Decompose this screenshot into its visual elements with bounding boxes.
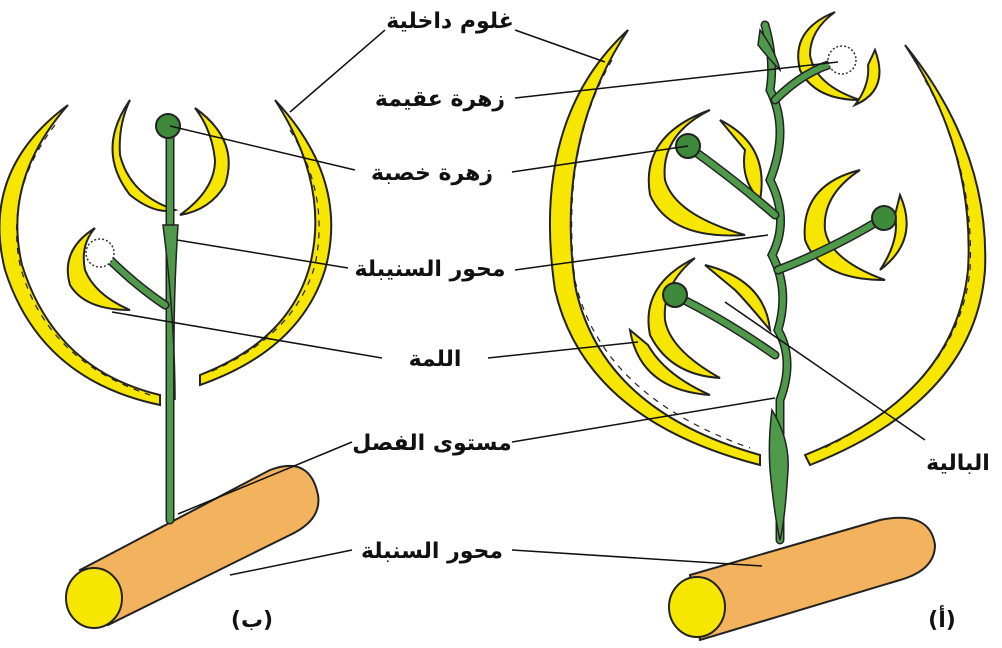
figure-a bbox=[548, 11, 987, 642]
label-sterile-floret: زهرة عقيمة bbox=[375, 87, 505, 112]
leader-lines bbox=[111, 29, 926, 576]
label-inner-glume: غلوم داخلية bbox=[386, 9, 514, 34]
label-palea: البالية bbox=[926, 451, 990, 476]
glume-right-outer-a bbox=[803, 44, 987, 467]
glume-right-outer-b bbox=[199, 99, 333, 387]
labels: غلوم داخلية زهرة عقيمة زهرة خصبة محور ال… bbox=[231, 9, 990, 633]
fertile-floret-a-3 bbox=[662, 282, 688, 308]
spike-axis-a bbox=[668, 516, 937, 642]
label-abscission-level: مستوى الفصل bbox=[352, 431, 512, 456]
inner-glume-top-left-b bbox=[111, 99, 179, 212]
glume-left-outer-a bbox=[548, 29, 761, 467]
label-fertile-floret: زهرة خصبة bbox=[371, 161, 493, 186]
inner-glume-lower-b bbox=[66, 227, 131, 311]
sterile-floret-b bbox=[85, 238, 115, 268]
label-lemma: اللمة bbox=[409, 347, 462, 372]
panel-label-b: (ب) bbox=[231, 608, 273, 633]
label-spike-axis: محور السنبلة bbox=[361, 539, 503, 564]
inner-glume-mid-left-a bbox=[647, 109, 746, 237]
spike-axis-b bbox=[65, 465, 320, 629]
label-spikelet-axis: محور السنيبلة bbox=[354, 257, 505, 282]
figure-b bbox=[0, 99, 333, 629]
fertile-floret-b bbox=[155, 113, 181, 139]
fertile-floret-a-2 bbox=[871, 205, 897, 231]
sterile-floret-a bbox=[827, 45, 857, 75]
panel-label-a: (أ) bbox=[928, 604, 956, 633]
glume-left-outer-b bbox=[0, 104, 161, 407]
inner-glume-top-right-b bbox=[179, 107, 230, 216]
